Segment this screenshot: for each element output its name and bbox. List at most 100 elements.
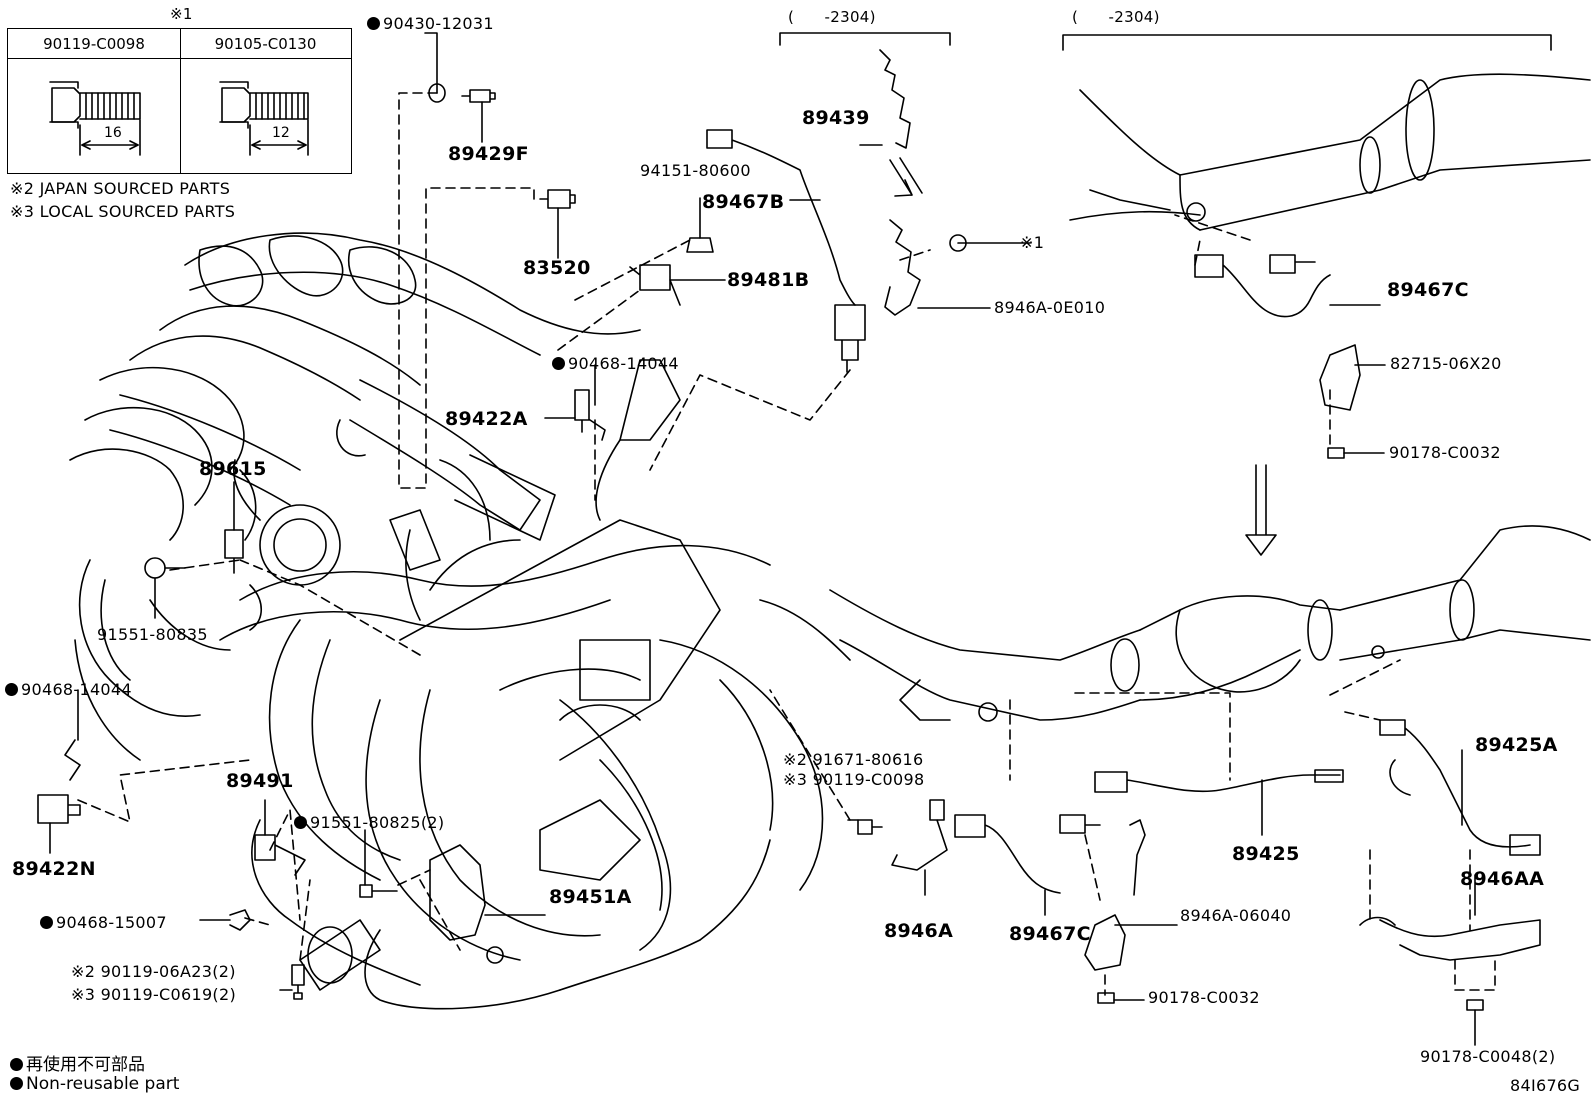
part-callout-89439[interactable]: 89439 — [802, 107, 870, 129]
sensor-89467C-top-icon — [1194, 254, 1331, 318]
range-bracket-center — [779, 32, 951, 46]
non-reusable-dot-icon — [40, 916, 53, 929]
part-callout-90119-06A23[interactable]: ※2 90119-06A23(2) — [71, 962, 236, 981]
non-reusable-dot-icon — [5, 683, 18, 696]
reference-table-mark: ※1 — [170, 5, 193, 23]
part-callout-90119-C0619[interactable]: ※3 90119-C0619(2) — [71, 985, 236, 1004]
engine-assembly-drawing — [69, 232, 851, 1010]
non-reusable-dot-icon — [552, 357, 565, 370]
legend-jp-text: 再使用不可部品 — [26, 1055, 145, 1075]
range-bracket-right — [1062, 34, 1552, 51]
note-local-sourced: ※3 LOCAL SOURCED PARTS — [10, 202, 236, 221]
part-callout-89422N[interactable]: 89422N — [12, 858, 96, 880]
ref-table-col1-part: 90119-C0098 — [8, 29, 180, 59]
reference-bolt-table: 90119-C0098 90105-C0130 16 12 — [7, 28, 352, 174]
sensor-89422A-icon — [574, 389, 606, 441]
part-number: 90468-14044 — [568, 354, 679, 373]
bolt-91551-80825-icon — [359, 884, 398, 898]
ref-table-col1-dim: 16 — [104, 125, 122, 141]
part-callout-83520[interactable]: 83520 — [523, 257, 591, 279]
bolt-91551-80835-icon — [144, 557, 166, 579]
non-reusable-dot-icon — [10, 1058, 23, 1071]
note-japan-sourced: ※2 JAPAN SOURCED PARTS — [10, 179, 231, 198]
part-callout-90178-C0032-bottom[interactable]: 90178-C0032 — [1148, 988, 1260, 1007]
nut-90178-bottom-icon — [1097, 992, 1115, 1004]
switch-89451A-icon — [429, 844, 486, 941]
sensor-89615-icon — [224, 529, 244, 574]
part-callout-89467C-top[interactable]: 89467C — [1387, 279, 1469, 301]
clip-90468-14044-icon — [64, 739, 81, 781]
part-callout-89422A[interactable]: 89422A — [445, 408, 528, 430]
legend-en: Non-reusable part — [10, 1074, 179, 1094]
range-label-center: ( -2304) — [788, 8, 876, 26]
bracket-8946AA-icon — [1379, 919, 1541, 961]
sensor-89425A-icon — [1379, 719, 1531, 848]
ref-table-divider — [180, 29, 181, 173]
part-callout-8946A-0E010[interactable]: 8946A-0E010 — [994, 298, 1106, 317]
exhaust-pipe-upper-drawing — [1069, 73, 1591, 231]
part-callout-90430-12031[interactable]: 90430-12031 — [367, 16, 494, 32]
part-callout-8946AA[interactable]: 8946AA — [1460, 868, 1545, 890]
part-callout-82715-06X20[interactable]: 82715-06X20 — [1390, 354, 1502, 373]
leader-lines — [49, 32, 1476, 1046]
grommet-94151-icon — [686, 237, 714, 253]
sensor-89481B-icon — [629, 264, 681, 306]
non-reusable-dot-icon — [367, 17, 380, 30]
part-callout-8946A[interactable]: 8946A — [884, 920, 954, 942]
part-callout-91551-80825[interactable]: 91551-80825(2) — [294, 815, 444, 831]
bracket-8946A-0E010-icon — [884, 219, 921, 316]
part-callout-89429F[interactable]: 89429F — [448, 143, 529, 165]
part-callout-89425[interactable]: 89425 — [1232, 843, 1300, 865]
part-callout-90468-15007[interactable]: 90468-15007 — [40, 915, 167, 931]
part-callout-89481B[interactable]: 89481B — [727, 269, 810, 291]
non-reusable-dot-icon — [294, 816, 307, 829]
assembly-dashed-lines — [77, 92, 1496, 996]
part-callout-89467C-bottom[interactable]: 89467C — [1009, 923, 1091, 945]
part-callout-90119-C0098[interactable]: ※3 90119-C0098 — [783, 770, 925, 789]
part-number: 90468-15007 — [56, 913, 167, 932]
part-number: 90430-12031 — [383, 14, 494, 33]
part-callout-94151-80600[interactable]: 94151-80600 — [640, 161, 751, 180]
flange-bolt-12-icon — [219, 81, 309, 156]
part-callout-8946A-06040[interactable]: 8946A-06040 — [1180, 906, 1292, 925]
part-callout-90178-C0032-top[interactable]: 90178-C0032 — [1389, 443, 1501, 462]
non-reusable-dot-icon — [10, 1077, 23, 1090]
sensor-89491-icon — [254, 834, 306, 876]
part-callout-91551-80835[interactable]: 91551-80835 — [97, 625, 208, 644]
part-callout-89451A[interactable]: 89451A — [549, 886, 632, 908]
part-callout-90468-14044-upper[interactable]: 90468-14044 — [552, 356, 679, 372]
bracket-8946A-06040-icon — [1084, 819, 1146, 971]
part-callout-89467B[interactable]: 89467B — [702, 191, 785, 213]
sensor-89467B-icon — [706, 129, 856, 306]
bolt-91671-icon — [857, 819, 883, 835]
part-callout-89615[interactable]: 89615 — [199, 458, 267, 480]
bolt-90119-icon — [291, 964, 305, 1000]
sensor-89429F-icon — [461, 89, 496, 103]
part-callout-89425A[interactable]: 89425A — [1475, 734, 1558, 756]
sensor-89425-icon — [1094, 771, 1341, 793]
part-callout-mark1[interactable]: ※1 — [1020, 233, 1045, 252]
clip-90468-15007-icon — [229, 909, 251, 931]
exhaust-pipe-lower-drawing — [829, 525, 1591, 722]
sensor-89467C-bottom-icon — [954, 814, 1061, 894]
nut-90178-top-icon — [1327, 447, 1345, 459]
nut-90178-C0048-icon — [1466, 999, 1484, 1011]
sensor-89422N-icon — [37, 794, 81, 824]
ref-table-col2-part: 90105-C0130 — [180, 29, 351, 59]
part-number: 90468-14044 — [21, 680, 132, 699]
legend-en-text: Non-reusable part — [26, 1074, 180, 1094]
part-callout-90178-C0048[interactable]: 90178-C0048(2) — [1420, 1047, 1556, 1066]
ref-table-col2-dim: 12 — [272, 125, 290, 141]
direction-arrow-icon — [889, 157, 923, 197]
switch-83520-icon — [539, 189, 576, 209]
bracket-8946A-icon — [891, 799, 948, 871]
flange-bolt-16-icon — [49, 81, 141, 156]
part-callout-89491[interactable]: 89491 — [226, 770, 294, 792]
clip-89439-icon — [879, 49, 911, 149]
part-callout-91671-80616[interactable]: ※2 91671-80616 — [783, 750, 924, 769]
part-callout-90468-14044-lower[interactable]: 90468-14044 — [5, 682, 132, 698]
part-number: 91551-80825(2) — [310, 813, 445, 832]
diagram-code: 84I676G — [1510, 1076, 1581, 1095]
range-label-right: ( -2304) — [1072, 8, 1160, 26]
